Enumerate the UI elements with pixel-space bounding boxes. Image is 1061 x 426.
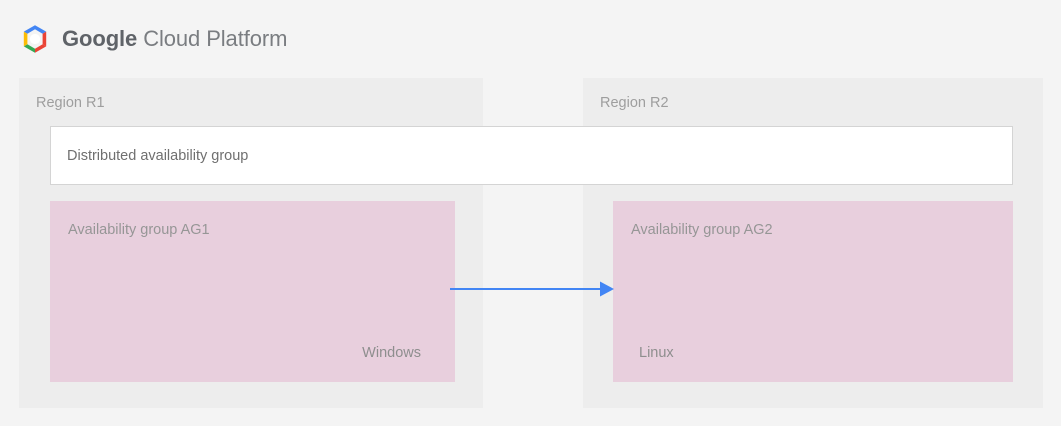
os-label-linux: Linux [639,345,674,361]
region-label-r2: Region R2 [600,95,669,111]
brand-name-cloud-platform: Cloud Platform [143,26,288,51]
distributed-availability-group-label: Distributed availability group [67,148,249,164]
availability-group-title-ag2: Availability group AG2 [631,222,773,238]
availability-group-box-ag1: Availability group AG1 Windows [50,201,455,382]
os-label-windows: Windows [362,345,421,361]
google-cloud-platform-logo-icon [23,25,47,53]
distributed-availability-group-box: Distributed availability group [50,126,1013,185]
brand-header: Google Cloud Platform [19,18,419,60]
availability-group-box-ag2: Availability group AG2 Linux [613,201,1013,382]
brand-name-google: Google [62,26,138,51]
availability-group-title-ag1: Availability group AG1 [68,222,210,238]
region-label-r1: Region R1 [36,95,105,111]
replication-arrow-icon [450,281,614,297]
brand-wordmark: Google Cloud Platform [62,28,287,50]
